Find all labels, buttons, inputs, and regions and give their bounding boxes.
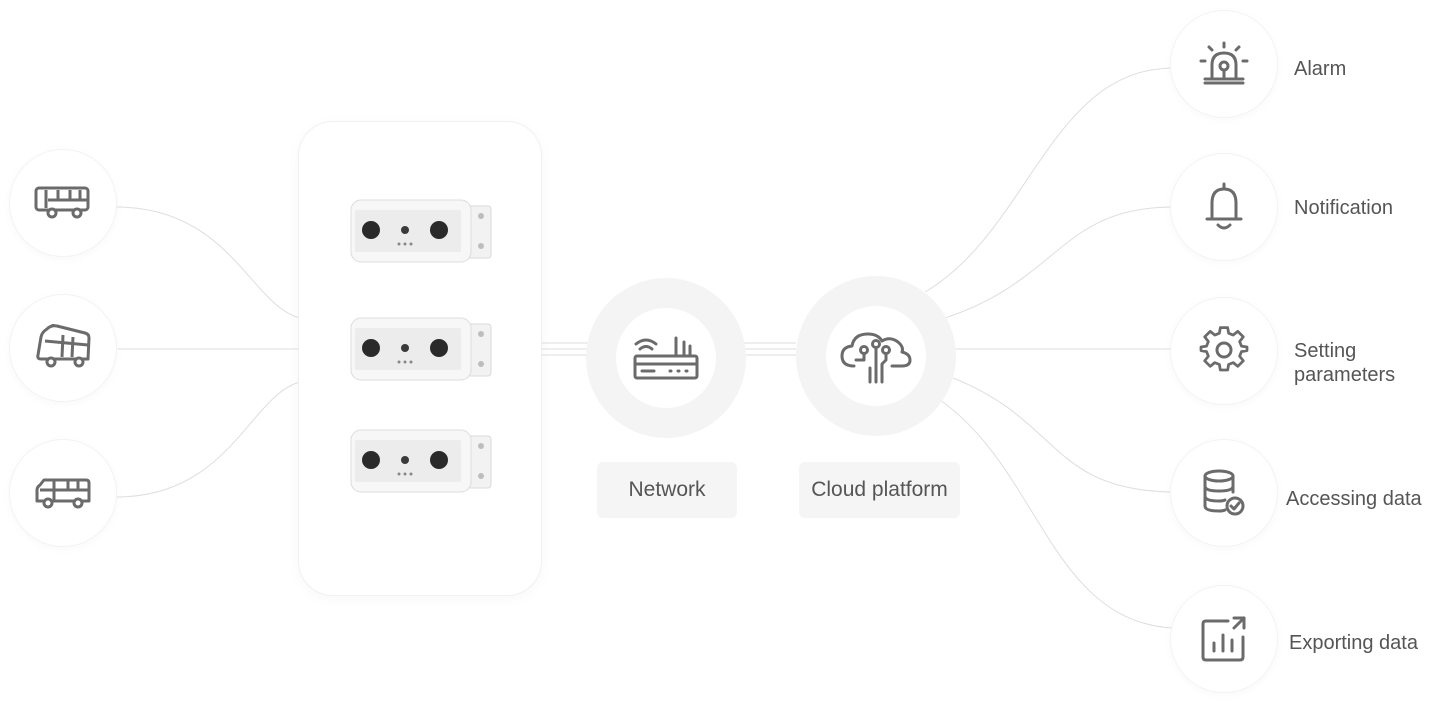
output-label-accessing: Accessing data xyxy=(1286,488,1422,510)
network-label: Network xyxy=(597,462,737,518)
network-label-text: Network xyxy=(628,478,706,501)
device-camera-2 xyxy=(349,314,495,386)
people-counter-camera-icon xyxy=(350,199,492,263)
device-panel xyxy=(299,122,541,595)
output-label-setting: Setting parameters xyxy=(1294,339,1395,387)
export-chart-icon xyxy=(1201,616,1246,662)
people-counter-camera-icon xyxy=(350,429,492,493)
output-label-notification: Notification xyxy=(1294,197,1393,219)
gear-icon xyxy=(1199,326,1249,372)
input-node-school-bus xyxy=(10,295,116,401)
cloud-platform-node xyxy=(796,276,956,436)
output-node-accessing xyxy=(1171,440,1277,546)
connector-cloud-accessing xyxy=(952,377,1173,493)
cloud-network-icon xyxy=(840,332,912,384)
input-node-bus xyxy=(10,150,116,256)
output-label-setting-line1: Setting xyxy=(1294,340,1357,362)
connector-cloud-notification xyxy=(944,206,1173,319)
school-bus-icon xyxy=(36,324,91,368)
database-check-icon xyxy=(1203,469,1245,516)
device-camera-3 xyxy=(349,426,495,498)
bell-icon xyxy=(1205,182,1243,230)
output-node-notification xyxy=(1171,154,1277,260)
output-label-alarm: Alarm xyxy=(1294,58,1347,80)
input-node-minibus xyxy=(10,440,116,546)
connector-bus-1 xyxy=(115,206,301,319)
router-icon xyxy=(633,336,699,380)
output-node-exporting xyxy=(1171,586,1277,692)
connector-cloud-alarm xyxy=(924,67,1173,293)
cloud-platform-label: Cloud platform xyxy=(799,462,960,518)
alarm-siren-icon xyxy=(1199,41,1249,85)
network-node xyxy=(586,278,746,438)
connector-cloud-exporting xyxy=(939,399,1173,629)
output-node-alarm xyxy=(1171,11,1277,117)
connector-bus-3 xyxy=(115,381,301,498)
cloud-platform-label-text: Cloud platform xyxy=(811,478,948,501)
minibus-icon xyxy=(35,478,91,509)
city-bus-icon xyxy=(34,186,90,219)
output-label-setting-line2: parameters xyxy=(1294,364,1396,386)
output-node-setting xyxy=(1171,298,1277,404)
device-camera-1 xyxy=(349,196,495,268)
people-counter-camera-icon xyxy=(350,317,492,381)
output-label-exporting: Exporting data xyxy=(1289,632,1418,654)
